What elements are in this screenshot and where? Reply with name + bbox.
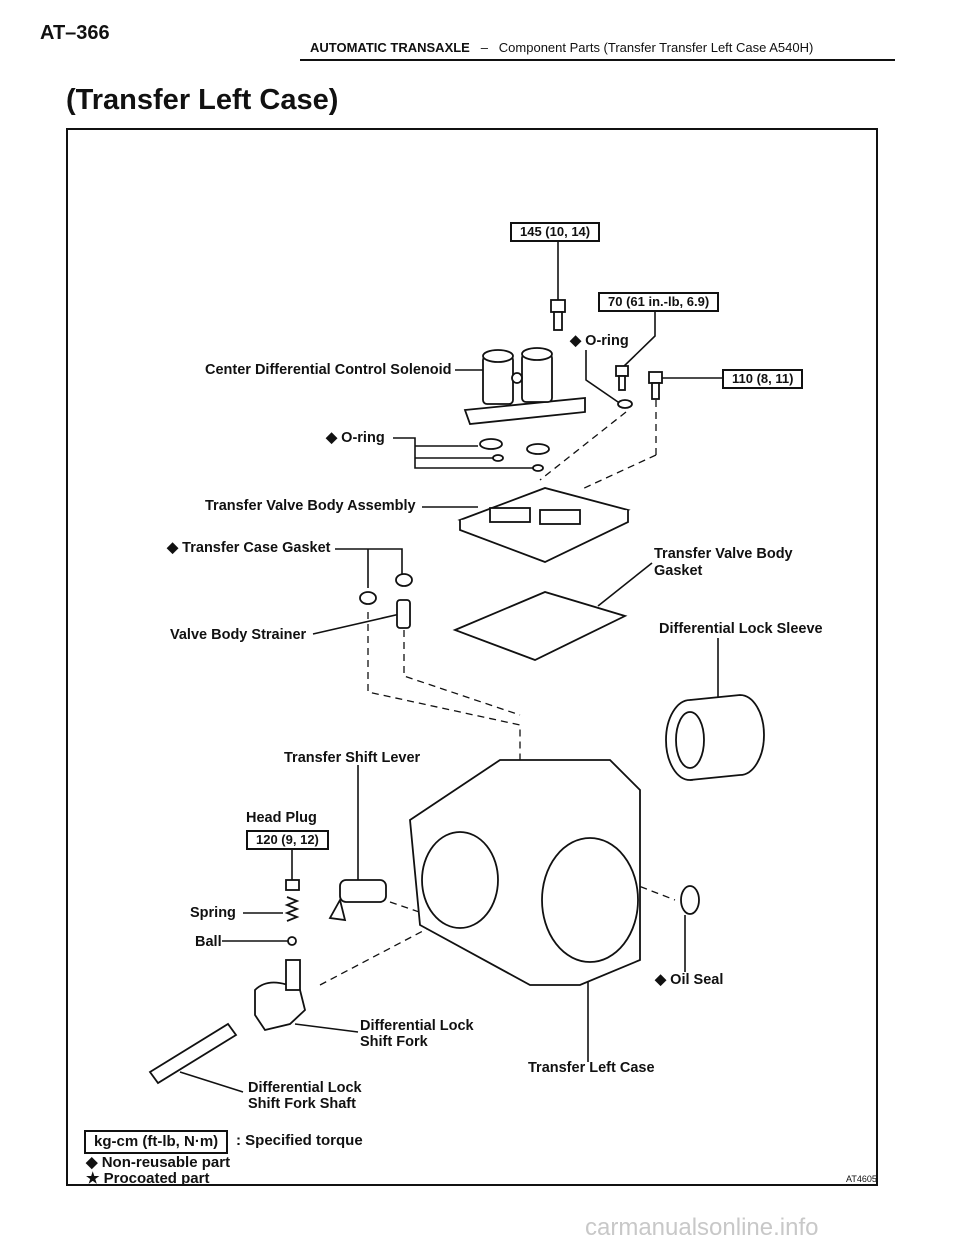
label-valve-body: Transfer Valve Body Assembly [205,498,416,514]
label-shaft-1: Differential Lock [248,1080,362,1096]
label-head-plug: Head Plug [246,810,317,826]
oring-c [492,454,504,462]
leader-strainer [312,613,401,635]
bolt-70 [615,365,629,391]
legend-precoated: ★ Procoated part [86,1170,210,1187]
label-fork-1: Differential Lock [360,1018,474,1034]
oil-seal-part [680,885,700,915]
label-vb-gasket-1: Transfer Valve Body [654,546,793,562]
label-oring-mid: ◆ O-ring [326,430,385,446]
leader-70 [619,310,656,371]
case-gasket-1 [395,573,413,587]
vb-gasket-part [452,591,628,661]
oring-b [526,443,550,455]
label-vb-gasket-2: Gasket [654,563,703,579]
leader-oring-top [585,350,619,403]
left-case-part [409,759,641,986]
leader-case-gasket [335,548,403,575]
torque-box-120: 120 (9, 12) [246,830,329,850]
case-gasket-2 [359,591,377,605]
spring-part [284,896,300,922]
figure-frame [66,128,878,1186]
label-fork-2: Shift Fork [360,1034,428,1050]
strainer-part [396,599,411,629]
dash-line-1 [539,411,627,481]
valve-body-part [457,487,631,563]
header-rule [300,59,895,61]
section-title: (Transfer Left Case) [66,84,339,116]
header-section: AUTOMATIC TRANSAXLE [310,40,470,55]
legend-unit-desc: : Specified torque [236,1132,363,1149]
torque-box-70: 70 (61 in.-lb, 6.9) [598,292,720,312]
shift-lever-part [328,879,387,922]
header-separator: – [480,40,488,55]
label-solenoid: Center Differential Control Solenoid [205,362,452,378]
leader-vb-gasket [597,562,653,607]
torque-box-145: 145 (10, 14) [510,222,601,242]
leader-fork [294,1023,359,1033]
bolt-145 [550,299,566,331]
legend-unit-box: kg-cm (ft-lb, N·m) [84,1130,229,1154]
oring-small [617,399,633,409]
figure-ref-code: AT4605 [846,1174,877,1184]
solenoid-part [463,347,586,425]
ball-part [287,936,297,946]
torque-box-110: 110 (8, 11) [722,369,804,389]
oring-d [532,464,544,472]
dash-line-8 [617,877,676,901]
label-spring: Spring [190,905,236,921]
head-plug-part [285,879,300,891]
leader-oring-mid [393,437,535,469]
label-shaft-2: Shift Fork Shaft [248,1096,356,1112]
label-strainer: Valve Body Strainer [170,627,307,643]
page-header: AUTOMATIC TRANSAXLE – Component Parts (T… [310,40,813,55]
label-ball: Ball [195,934,222,950]
fork-shaft-part [148,1022,238,1085]
leader-shaft [179,1071,244,1093]
dash-line-4 [367,612,521,775]
label-left-case: Transfer Left Case [528,1060,655,1076]
label-lock-sleeve: Differential Lock Sleeve [659,621,823,637]
footer-watermark: carmanualsonline.info [585,1214,819,1241]
page-number: AT–366 [40,22,110,44]
label-shift-lever: Transfer Shift Lever [284,750,421,766]
lock-sleeve-part [665,694,765,781]
label-oil-seal: ◆ Oil Seal [655,972,724,988]
header-subsection: Component Parts (Transfer Transfer Left … [498,40,814,55]
label-oring-top: ◆ O-ring [570,333,629,349]
oring-a [479,438,503,450]
dash-line-5 [403,630,521,716]
label-case-gasket: ◆ Transfer Case Gasket [167,540,331,556]
dash-line-3 [579,454,657,491]
legend-nonreusable: ◆ Non-reusable part [86,1154,231,1171]
shift-fork-part [254,959,307,1032]
dash-line-7 [319,879,521,986]
bolt-110 [648,371,663,400]
